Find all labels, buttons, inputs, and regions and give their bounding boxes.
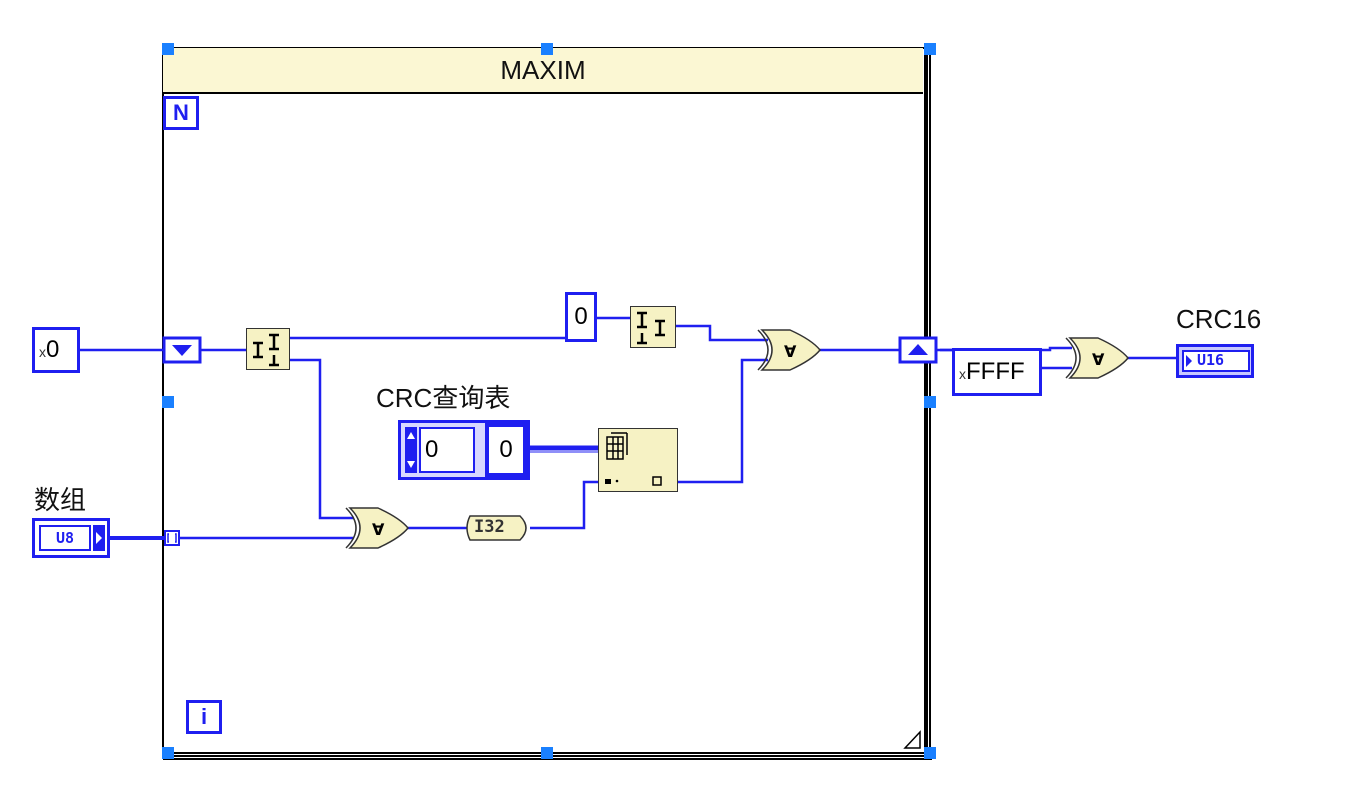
shift-register-left[interactable] xyxy=(162,336,202,364)
spinner-arrows-icon xyxy=(407,432,415,468)
resize-handle-tr[interactable] xyxy=(924,43,936,55)
crc16-label: CRC16 xyxy=(1176,304,1262,334)
resize-handle-br[interactable] xyxy=(924,747,936,759)
swap-words-icon xyxy=(637,311,665,345)
array-element-field[interactable]: 0 xyxy=(485,423,527,477)
xor-gate-top: ∀ xyxy=(757,329,821,371)
resize-handle-tm[interactable] xyxy=(541,43,553,55)
swap-bytes-icon xyxy=(253,333,279,367)
count-terminal-label: N xyxy=(173,100,189,125)
crc16-indicator[interactable]: U16 xyxy=(1176,344,1254,378)
count-terminal[interactable]: N xyxy=(163,96,199,130)
array-label: 数组 xyxy=(34,485,87,515)
resize-handle-bm[interactable] xyxy=(541,747,553,759)
indexing-tunnel[interactable] xyxy=(164,530,180,546)
xor-gate-out: ∀ xyxy=(1065,337,1129,379)
iteration-terminal[interactable]: i xyxy=(186,700,222,734)
xor-constant[interactable]: xFFFF xyxy=(952,348,1042,396)
resize-handle-bl[interactable] xyxy=(162,747,174,759)
svg-text:∀: ∀ xyxy=(1092,350,1105,369)
radix-marker-hex: x xyxy=(959,366,966,382)
svg-text:∀: ∀ xyxy=(784,342,797,361)
shift-constant[interactable]: 0 xyxy=(565,292,597,342)
lookup-table-array[interactable]: 0 0 xyxy=(398,420,530,480)
xor-constant-value: FFFF xyxy=(966,358,1025,385)
for-loop-frame xyxy=(162,47,932,760)
resize-handle-mr[interactable] xyxy=(924,396,936,408)
crc16-type: U16 xyxy=(1197,351,1225,369)
svg-text:∀: ∀ xyxy=(372,520,385,539)
index-array-icon xyxy=(605,432,662,486)
shift-register-right[interactable] xyxy=(898,336,938,364)
xor-gate-mid: ∀ xyxy=(345,507,409,549)
array-terminal[interactable]: U8 xyxy=(32,518,110,558)
play-arrow-icon xyxy=(1186,355,1192,367)
iteration-terminal-label: i xyxy=(200,704,208,729)
swap-bytes-node-2[interactable] xyxy=(630,306,676,348)
lookup-table-label: CRC查询表 xyxy=(376,383,511,413)
shift-constant-value: 0 xyxy=(574,303,588,330)
array-type: U8 xyxy=(55,529,75,547)
swap-bytes-node-1[interactable] xyxy=(246,328,290,370)
initial-constant-value: 0 xyxy=(46,336,60,363)
array-element-value: 0 xyxy=(499,436,513,463)
resize-handle-ml[interactable] xyxy=(162,396,174,408)
to-i32-label: I32 xyxy=(474,517,505,537)
initial-constant[interactable]: x0 xyxy=(32,327,80,373)
crc16-type-box xyxy=(1182,350,1250,372)
radix-marker: x xyxy=(39,344,46,360)
case-label-maxim[interactable]: MAXIM xyxy=(163,48,923,94)
array-index-value: 0 xyxy=(425,436,439,463)
array-type-box: U8 xyxy=(39,525,91,551)
play-arrow-icon xyxy=(96,532,102,544)
index-array-node[interactable] xyxy=(598,428,678,492)
array-index-field[interactable]: 0 xyxy=(419,427,475,473)
resize-handle-tl[interactable] xyxy=(162,43,174,55)
to-i32-node xyxy=(466,515,527,541)
